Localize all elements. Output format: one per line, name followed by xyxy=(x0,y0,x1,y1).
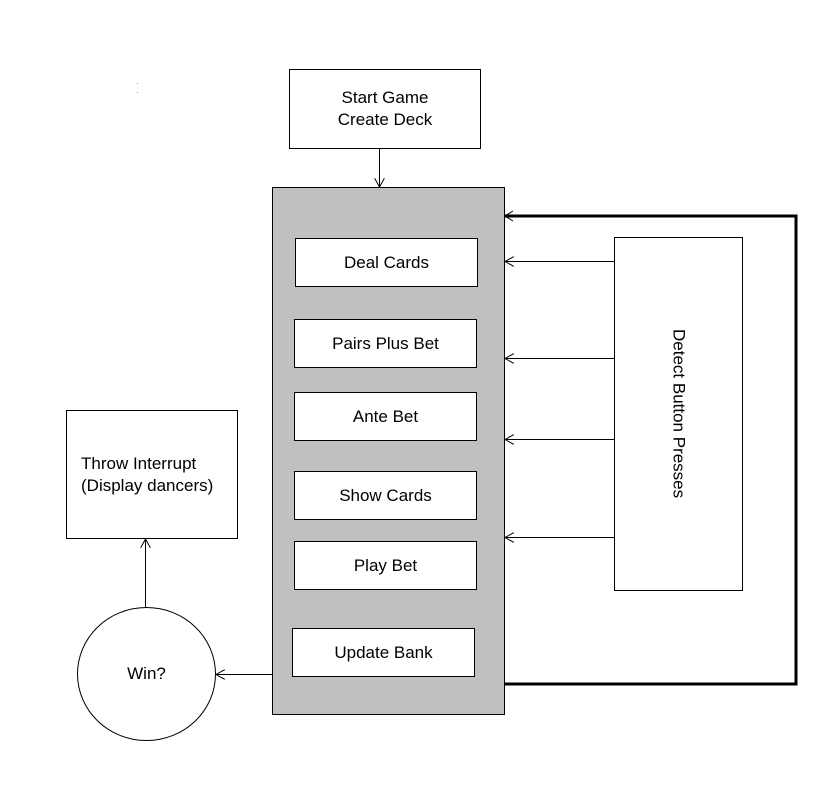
input-node-label: Detect Button Presses xyxy=(669,329,689,499)
interrupt-node-label: Throw Interrupt (Display dancers) xyxy=(81,453,214,495)
edge-loop-back xyxy=(504,214,798,686)
decision-node-label: Win? xyxy=(127,664,166,683)
step-show-cards: Show Cards xyxy=(294,471,477,520)
step-deal-cards: Deal Cards xyxy=(295,238,478,287)
start-node-label: Start Game Create Deck xyxy=(337,88,433,129)
step-label: Ante Bet xyxy=(352,406,419,426)
stray-mark xyxy=(137,83,138,84)
step-play-bet: Play Bet xyxy=(294,541,477,590)
step-label: Play Bet xyxy=(353,555,418,575)
start-node: Start Game Create Deck xyxy=(289,69,481,149)
input-node: Detect Button Presses xyxy=(614,237,743,591)
step-label: Show Cards xyxy=(339,485,432,505)
step-label: Update Bank xyxy=(334,642,433,662)
loop-back-arrowhead xyxy=(504,210,514,222)
step-ante-bet: Ante Bet xyxy=(294,392,477,441)
step-update-bank: Update Bank xyxy=(292,628,475,677)
decision-node: Win? xyxy=(77,607,216,741)
stray-mark xyxy=(137,92,138,93)
step-label: Pairs Plus Bet xyxy=(332,333,439,353)
step-pairs-plus-bet: Pairs Plus Bet xyxy=(294,319,477,368)
interrupt-node: Throw Interrupt (Display dancers) xyxy=(66,410,238,539)
step-label: Deal Cards xyxy=(343,252,430,272)
